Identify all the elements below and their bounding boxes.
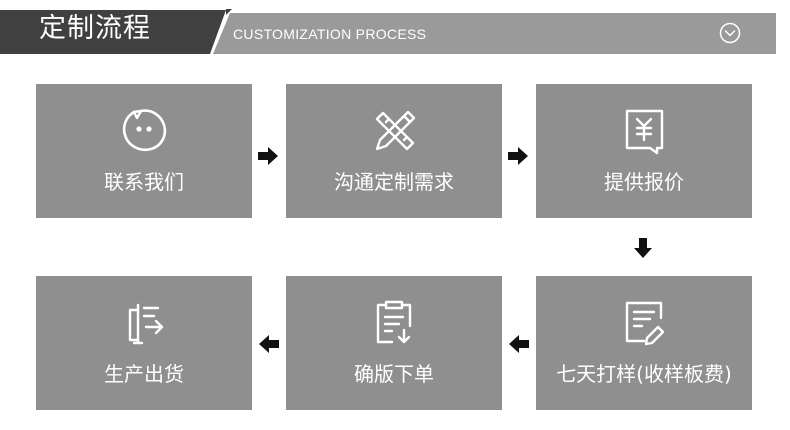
document-edit-icon <box>625 301 665 346</box>
arrow-down-icon <box>634 238 652 258</box>
corner-decoration <box>226 9 232 15</box>
chat-smile-icon <box>122 109 167 152</box>
page-subtitle: CUSTOMIZATION PROCESS <box>233 26 427 42</box>
chevron-down-circle-icon[interactable] <box>719 22 741 44</box>
step-quotation: 提供报价 <box>536 84 752 218</box>
step-production-shipping: 生产出货 <box>36 276 252 410</box>
step-label: 提供报价 <box>604 170 684 194</box>
clipboard-download-icon <box>376 300 412 344</box>
arrow-right-icon <box>258 147 278 165</box>
subtitle-bar <box>213 13 776 54</box>
step-label: 七天打样(收样板费) <box>556 362 732 386</box>
price-quote-icon <box>625 109 664 155</box>
section-header: 定制流程 CUSTOMIZATION PROCESS <box>0 0 790 56</box>
step-label: 确版下单 <box>354 362 434 386</box>
step-communicate-requirements: 沟通定制需求 <box>286 84 502 218</box>
shipping-icon <box>128 303 164 345</box>
step-contact-us: 联系我们 <box>36 84 252 218</box>
title-block <box>0 10 226 54</box>
step-sample-making: 七天打样(收样板费) <box>536 276 752 410</box>
page-title: 定制流程 <box>39 13 151 44</box>
step-confirm-order: 确版下单 <box>286 276 502 410</box>
arrow-right-icon <box>508 147 528 165</box>
arrow-left-icon <box>259 335 279 353</box>
arrow-left-icon <box>509 335 529 353</box>
step-label: 生产出货 <box>104 362 184 386</box>
step-label: 联系我们 <box>104 170 184 194</box>
step-label: 沟通定制需求 <box>334 170 454 194</box>
ruler-pencil-icon <box>375 110 416 151</box>
